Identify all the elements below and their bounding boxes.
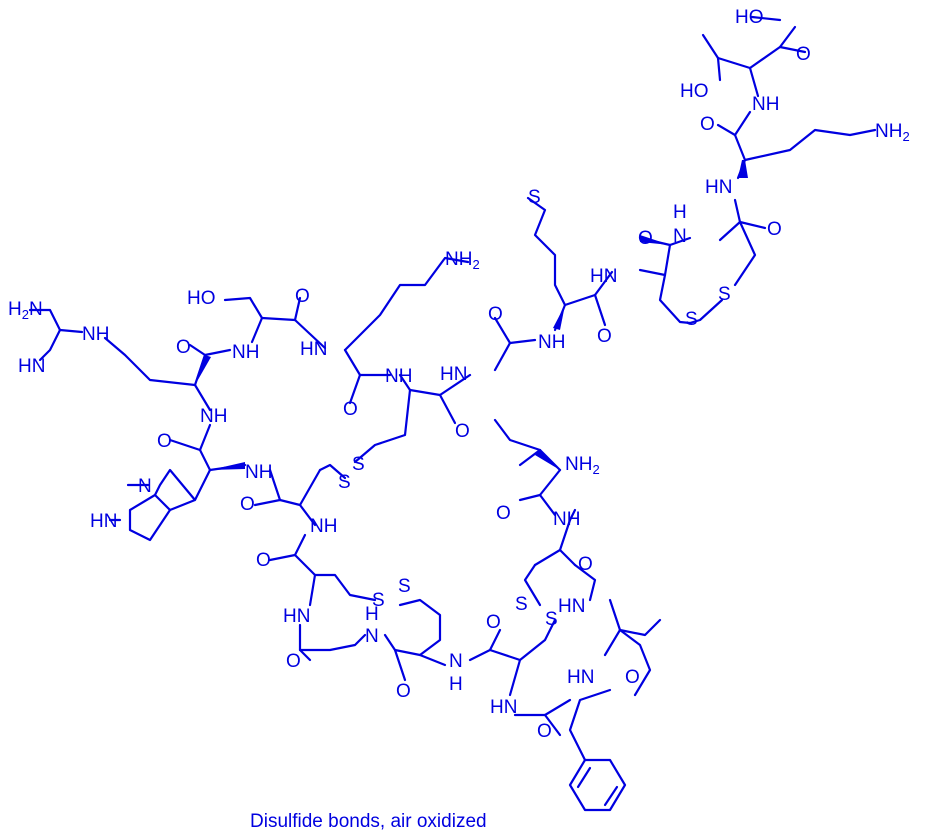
atom-lys1-nh2: NH2 xyxy=(445,249,480,272)
atom-o-cyse: O xyxy=(486,612,501,633)
atom-nh-arg: NH xyxy=(200,406,227,427)
atom-s-ring8-b: S xyxy=(718,284,731,305)
atom-o-cysb: O xyxy=(240,494,255,515)
atom-hn-ile2: HN xyxy=(558,596,585,617)
atom-o-phe: O xyxy=(537,721,552,742)
atom-his-n: N xyxy=(138,476,152,497)
atom-n-cysd: N xyxy=(449,651,463,672)
atom-met-s: S xyxy=(528,187,541,208)
atom-s-disa2: S xyxy=(338,472,351,493)
atom-arg-nh: NH xyxy=(82,324,109,345)
atom-hn-ring7: HN xyxy=(283,606,310,627)
atom-thr-ho: HO xyxy=(680,81,709,102)
atom-nh-cysa: NH xyxy=(385,366,412,387)
atom-o-ring7: O xyxy=(286,651,301,672)
atom-arg-h2n: H2N xyxy=(8,299,43,322)
atom-hn-lys1: HN xyxy=(300,339,327,360)
atom-cooh-o: O xyxy=(796,44,811,65)
atom-nh-cysb: NH xyxy=(310,516,337,537)
atom-nh-met: NH xyxy=(538,332,565,353)
atom-o-cysc: O xyxy=(256,550,271,571)
atom-cooh-ho: HO xyxy=(735,7,764,28)
atom-nh-thr: NH xyxy=(752,94,779,115)
atom-n-ring7: N xyxy=(365,626,379,647)
atom-arg-hn: HN xyxy=(18,356,45,377)
atom-n-ring8-h: H xyxy=(673,202,687,223)
atom-o-cysa: O xyxy=(455,421,470,442)
atom-n-cysd-h: H xyxy=(449,674,463,695)
atom-nh-ile1: NH xyxy=(553,509,580,530)
atom-labels: HO O HO NH O NH2 HN O O N H S S S HN O N… xyxy=(8,7,910,742)
atom-s-ring8-a: S xyxy=(685,309,698,330)
atom-o-ile1: O xyxy=(496,503,511,524)
atom-s-ring7-b: S xyxy=(398,576,411,597)
atom-o-lys2: O xyxy=(700,114,715,135)
atom-o-arg: O xyxy=(176,337,191,358)
atom-o-cysf: O xyxy=(578,554,593,575)
atom-n-ring7-h: H xyxy=(365,604,379,625)
atom-o-met: O xyxy=(597,326,612,347)
atom-ile1-nh2: NH2 xyxy=(565,454,600,477)
atom-nh-his: NH xyxy=(245,462,272,483)
stereo-wedges xyxy=(195,160,748,470)
atom-lys2-nh2: NH2 xyxy=(875,121,910,144)
atom-s-disa1: S xyxy=(352,454,365,475)
atom-his-hn: HN xyxy=(90,511,117,532)
atom-o-gly: O xyxy=(488,304,503,325)
atom-s-ring7-a: S xyxy=(372,590,385,611)
atom-hn-lys2: HN xyxy=(705,177,732,198)
atom-s-disb2: S xyxy=(545,609,558,630)
bond-network xyxy=(28,15,877,812)
atom-o-cys8: O xyxy=(767,219,782,240)
atom-hn-cyse: HN xyxy=(490,697,517,718)
atom-o-lys1: O xyxy=(343,399,358,420)
caption: Disulfide bonds, air oxidized xyxy=(250,811,487,832)
atom-hn-met: HN xyxy=(590,266,617,287)
atom-o-ring8: O xyxy=(638,228,653,249)
atom-o-ile2: O xyxy=(625,667,640,688)
atom-o-ser: O xyxy=(295,286,310,307)
atom-s-disb1: S xyxy=(515,594,528,615)
atom-hn-gly: HN xyxy=(440,364,467,385)
atom-hn-phe: HN xyxy=(567,667,594,688)
atom-o-his: O xyxy=(157,431,172,452)
atom-ser-ho: HO xyxy=(187,288,216,309)
atom-o-cysd: O xyxy=(396,681,411,702)
atom-nh-ser: NH xyxy=(232,342,259,363)
atom-n-ring8: N xyxy=(673,226,687,247)
